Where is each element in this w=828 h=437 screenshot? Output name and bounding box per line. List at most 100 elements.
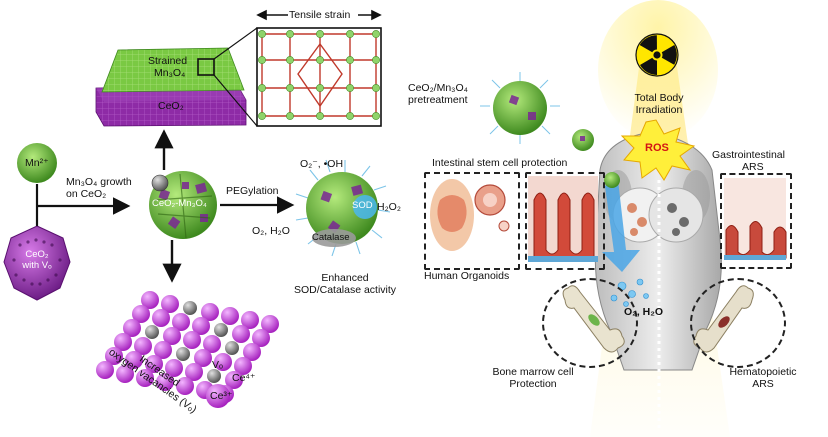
ceo2-vo-line1: CeO₂ <box>25 249 49 260</box>
lattice-atom <box>316 56 324 64</box>
cerium-atom <box>225 371 243 389</box>
core-nanoparticle <box>149 171 217 239</box>
gi-ars-figure <box>724 178 787 260</box>
cerium-atom <box>232 325 250 343</box>
merge-arrow <box>35 184 131 226</box>
hematopoietic-label: Hematopoietic ARS <box>718 366 808 390</box>
vacancy-atom <box>225 341 239 355</box>
lattice-atom <box>372 84 380 92</box>
cerium-atom <box>123 319 141 337</box>
vacancy-atom <box>176 347 190 361</box>
lattice-atom <box>286 112 294 120</box>
strained-label: Strained Mn₃O₄ <box>148 55 187 79</box>
lattice-atom <box>346 112 354 120</box>
lattice-atom <box>372 112 380 120</box>
lattice-atom <box>286 56 294 64</box>
lattice-atom <box>316 112 324 120</box>
lattice-atom <box>372 56 380 64</box>
cerium-atom <box>163 327 181 345</box>
vacancy-atom <box>145 325 159 339</box>
pegylated-nanozyme <box>295 159 391 257</box>
cerium-atom <box>134 337 152 355</box>
hematopoietic-frame <box>690 278 786 368</box>
pretreat-line1: CeO₂/Mn₃O₄ <box>408 82 468 94</box>
cerium-atom <box>214 353 232 371</box>
lattice-atom <box>286 84 294 92</box>
intestine-frame <box>525 172 605 270</box>
pegylation-label: PEGylation <box>226 185 279 197</box>
cerium-atom <box>221 307 239 325</box>
ros-label: ROS <box>645 142 669 154</box>
pretreatment-label: CeO₂/Mn₃O₄ pretreatment <box>408 82 468 106</box>
lattice-vo-label: Vₒ <box>212 359 223 371</box>
o2-h2o-right-label: O₂, H₂O <box>624 306 664 318</box>
strain-lattice-box <box>256 27 382 127</box>
radiation-icon <box>635 33 679 77</box>
lattice-atom <box>316 30 324 38</box>
lattice-ce3-label: Ce³⁺ <box>210 390 233 402</box>
growth-label: Mn₃O₄ growth on CeO₂ <box>66 176 132 200</box>
zoom-lines <box>213 27 258 127</box>
vacancy-atom <box>214 323 228 337</box>
cerium-atom <box>136 369 154 387</box>
sod-label: SOD <box>352 200 373 211</box>
organoids-label: Human Organoids <box>424 270 510 282</box>
enhanced-line2: SOD/Catalase activity <box>293 284 397 297</box>
catalase-label: Catalase <box>312 232 350 243</box>
lattice-atom <box>258 84 266 92</box>
cerium-atom <box>105 347 123 365</box>
cerium-atom <box>114 333 132 351</box>
bone-marrow-frame <box>542 278 638 368</box>
cerium-atom <box>261 315 279 333</box>
lattice-atom <box>258 30 266 38</box>
lattice-atom <box>316 84 324 92</box>
mn-ion-sphere <box>17 143 57 183</box>
o2-h2o-left-label: O₂, H₂O <box>252 225 290 237</box>
pretreat-nanozyme-small <box>572 129 594 151</box>
hema-line2: ARS <box>752 378 774 391</box>
cerium-atom <box>141 291 159 309</box>
enhanced-line1: Enhanced <box>321 272 369 284</box>
cerium-atom <box>145 355 163 373</box>
cerium-atom <box>161 295 179 313</box>
enhanced-label: Enhanced SOD/Catalase activity <box>285 272 405 296</box>
isc-label: Intestinal stem cell protection <box>432 157 568 169</box>
tensile-strain-arrow <box>256 9 382 21</box>
bm-line1: Bone marrow cell <box>492 366 574 378</box>
lattice-atom <box>372 30 380 38</box>
pretreat-nanozyme-tiny <box>604 172 620 188</box>
strained-line1: Strained <box>148 55 188 67</box>
lattice-atom <box>286 30 294 38</box>
cerium-atom <box>234 357 252 375</box>
tbi-line1: Total Body <box>634 92 684 104</box>
intestine-icon <box>528 176 598 262</box>
lattice-atom <box>346 30 354 38</box>
bm-line2: Protection <box>509 378 557 391</box>
mn-ion-label: Mn²⁺ <box>25 157 49 169</box>
bone-marrow-label: Bone marrow cell Protection <box>478 366 588 390</box>
lattice-diamond <box>297 42 343 108</box>
vacancy-lattice <box>96 291 279 408</box>
cerium-atom <box>192 317 210 335</box>
lattice-atom <box>346 84 354 92</box>
cerium-atom <box>243 343 261 361</box>
h2o2-label: H₂O₂ <box>377 201 401 213</box>
vacancy-atom <box>207 369 221 383</box>
zoom-square <box>197 58 215 76</box>
ceo2-vo-particle <box>3 225 71 301</box>
cerium-atom <box>96 361 114 379</box>
cerium-atom <box>165 359 183 377</box>
pretreat-nanozyme-large <box>480 72 560 144</box>
gi-ars-label: Gastrointestinal ARS <box>712 149 785 173</box>
gi-ars-frame <box>720 173 792 269</box>
lattice-atom <box>258 56 266 64</box>
cerium-atom <box>132 305 150 323</box>
lattice-atom <box>258 112 266 120</box>
tensile-strain-label: Tensile strain <box>289 9 351 21</box>
cerium-atom <box>201 303 219 321</box>
organoid-figure <box>430 179 510 251</box>
blue-flow-arrow <box>602 180 640 272</box>
tbi-label: Total Body Irradiation <box>618 92 700 116</box>
cerium-atom <box>172 313 190 331</box>
